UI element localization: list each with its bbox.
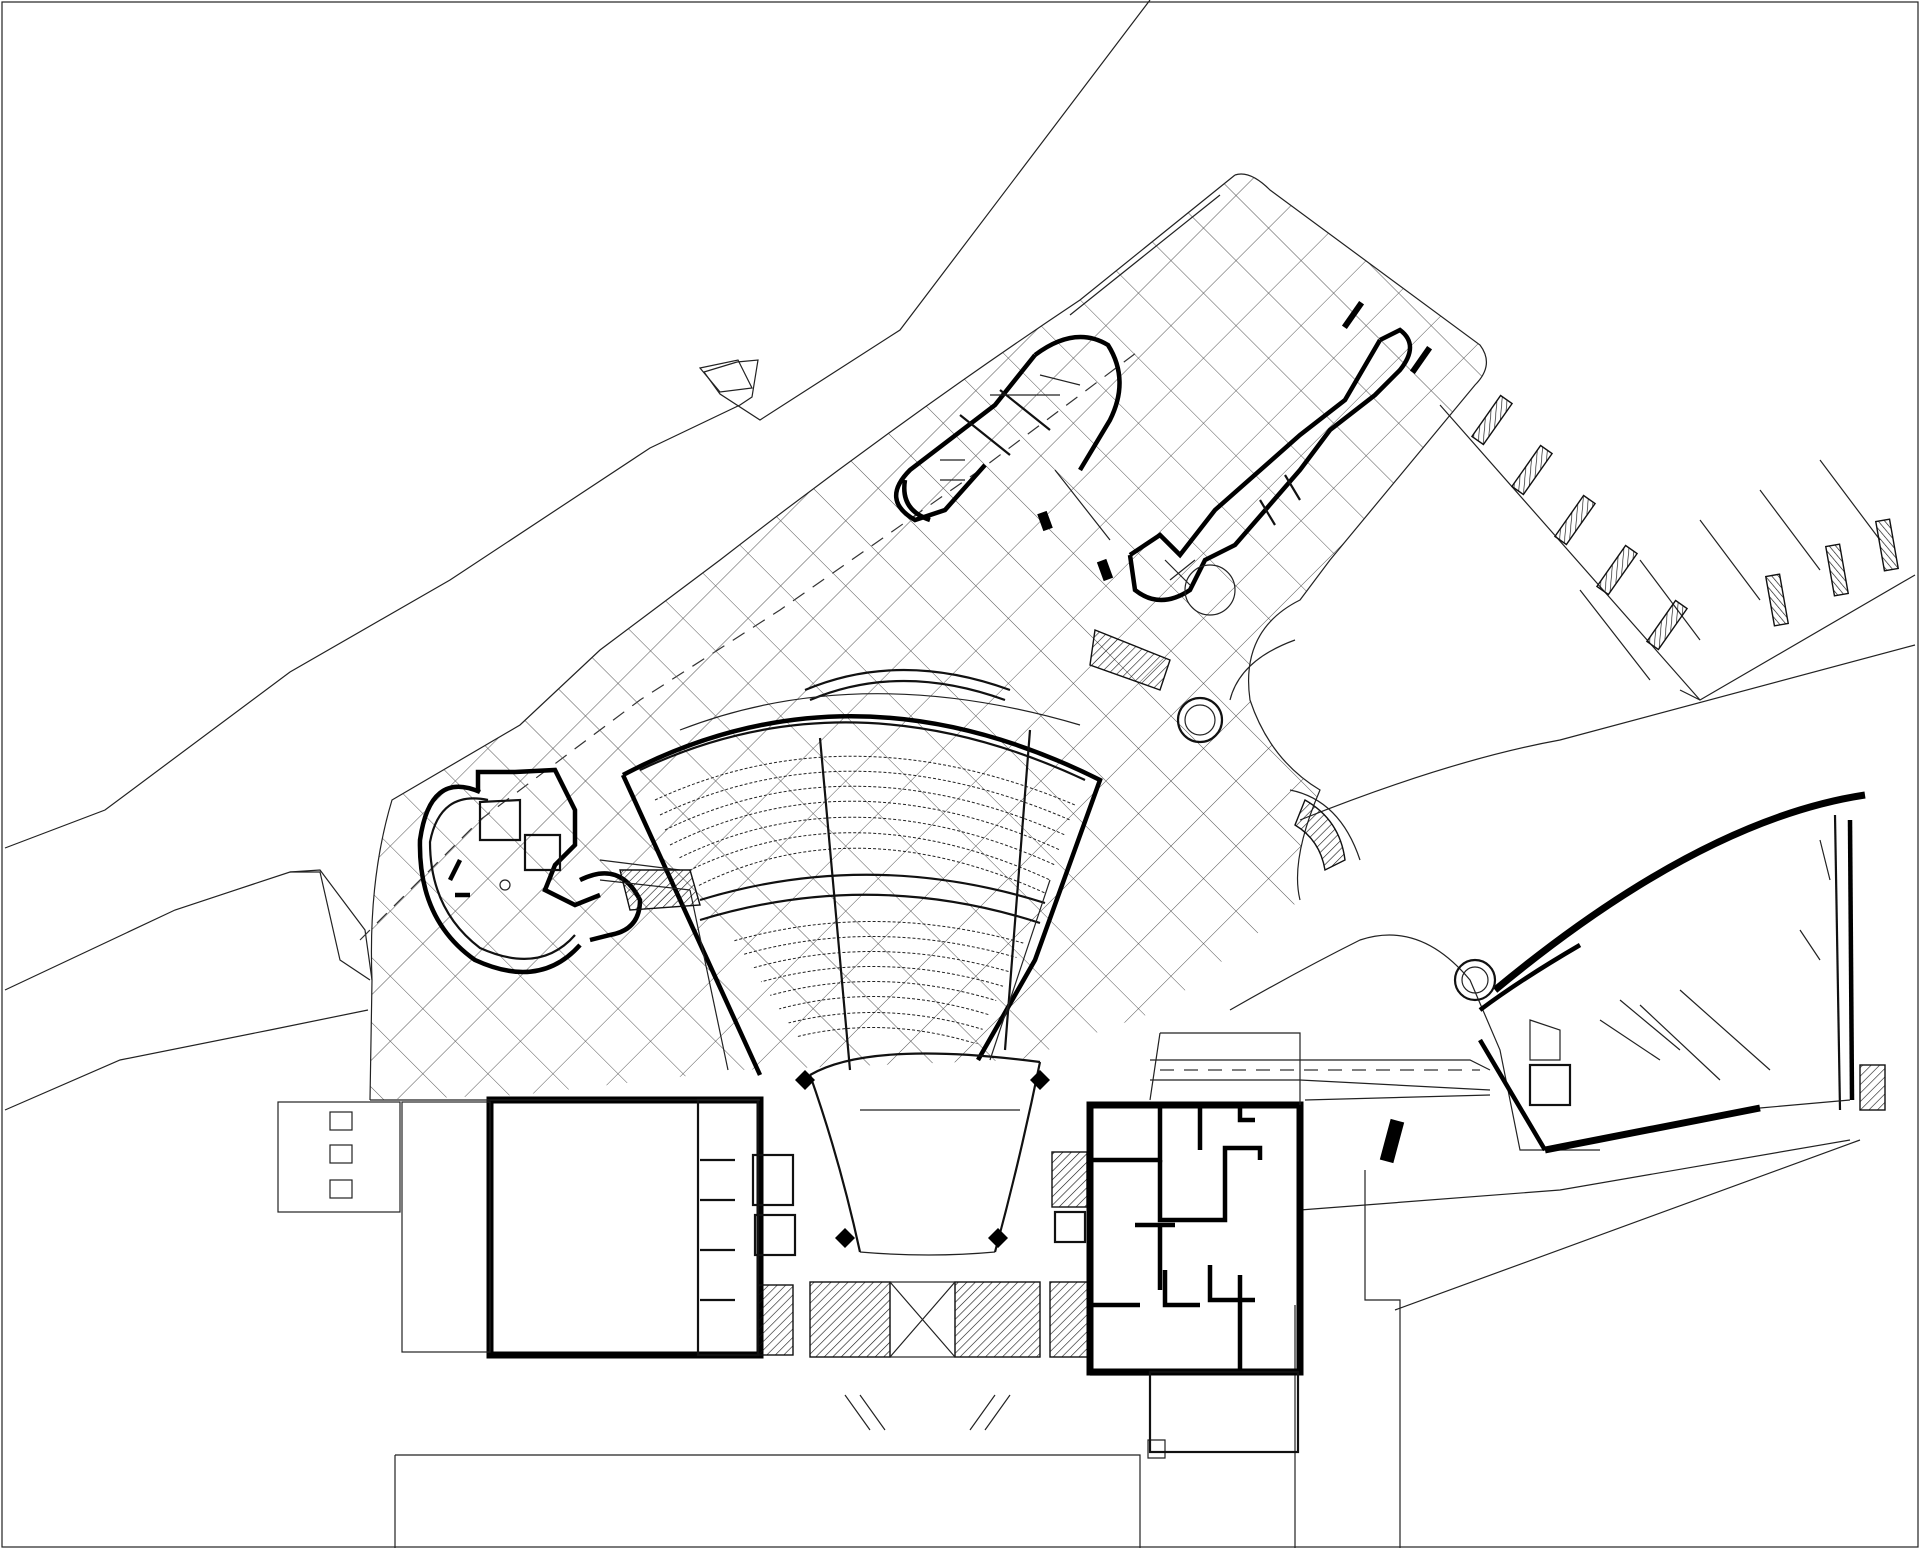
north-capsule-building (893, 334, 1122, 582)
site-boundary-lines (4, 0, 1916, 1548)
west-building (277, 1096, 797, 1359)
east-pavilion (1453, 791, 1886, 1154)
east-building (1086, 1032, 1304, 1454)
nw-pavilion (417, 767, 701, 975)
rotunda-stair (1089, 629, 1361, 872)
auditorium-seating (620, 668, 1103, 1076)
parking-stalls (1470, 394, 1900, 651)
east-corridor (1150, 1059, 1491, 1164)
ne-linear-building (1127, 300, 1433, 616)
central-lobby (809, 1151, 1151, 1450)
stage-area (795, 1061, 1050, 1256)
